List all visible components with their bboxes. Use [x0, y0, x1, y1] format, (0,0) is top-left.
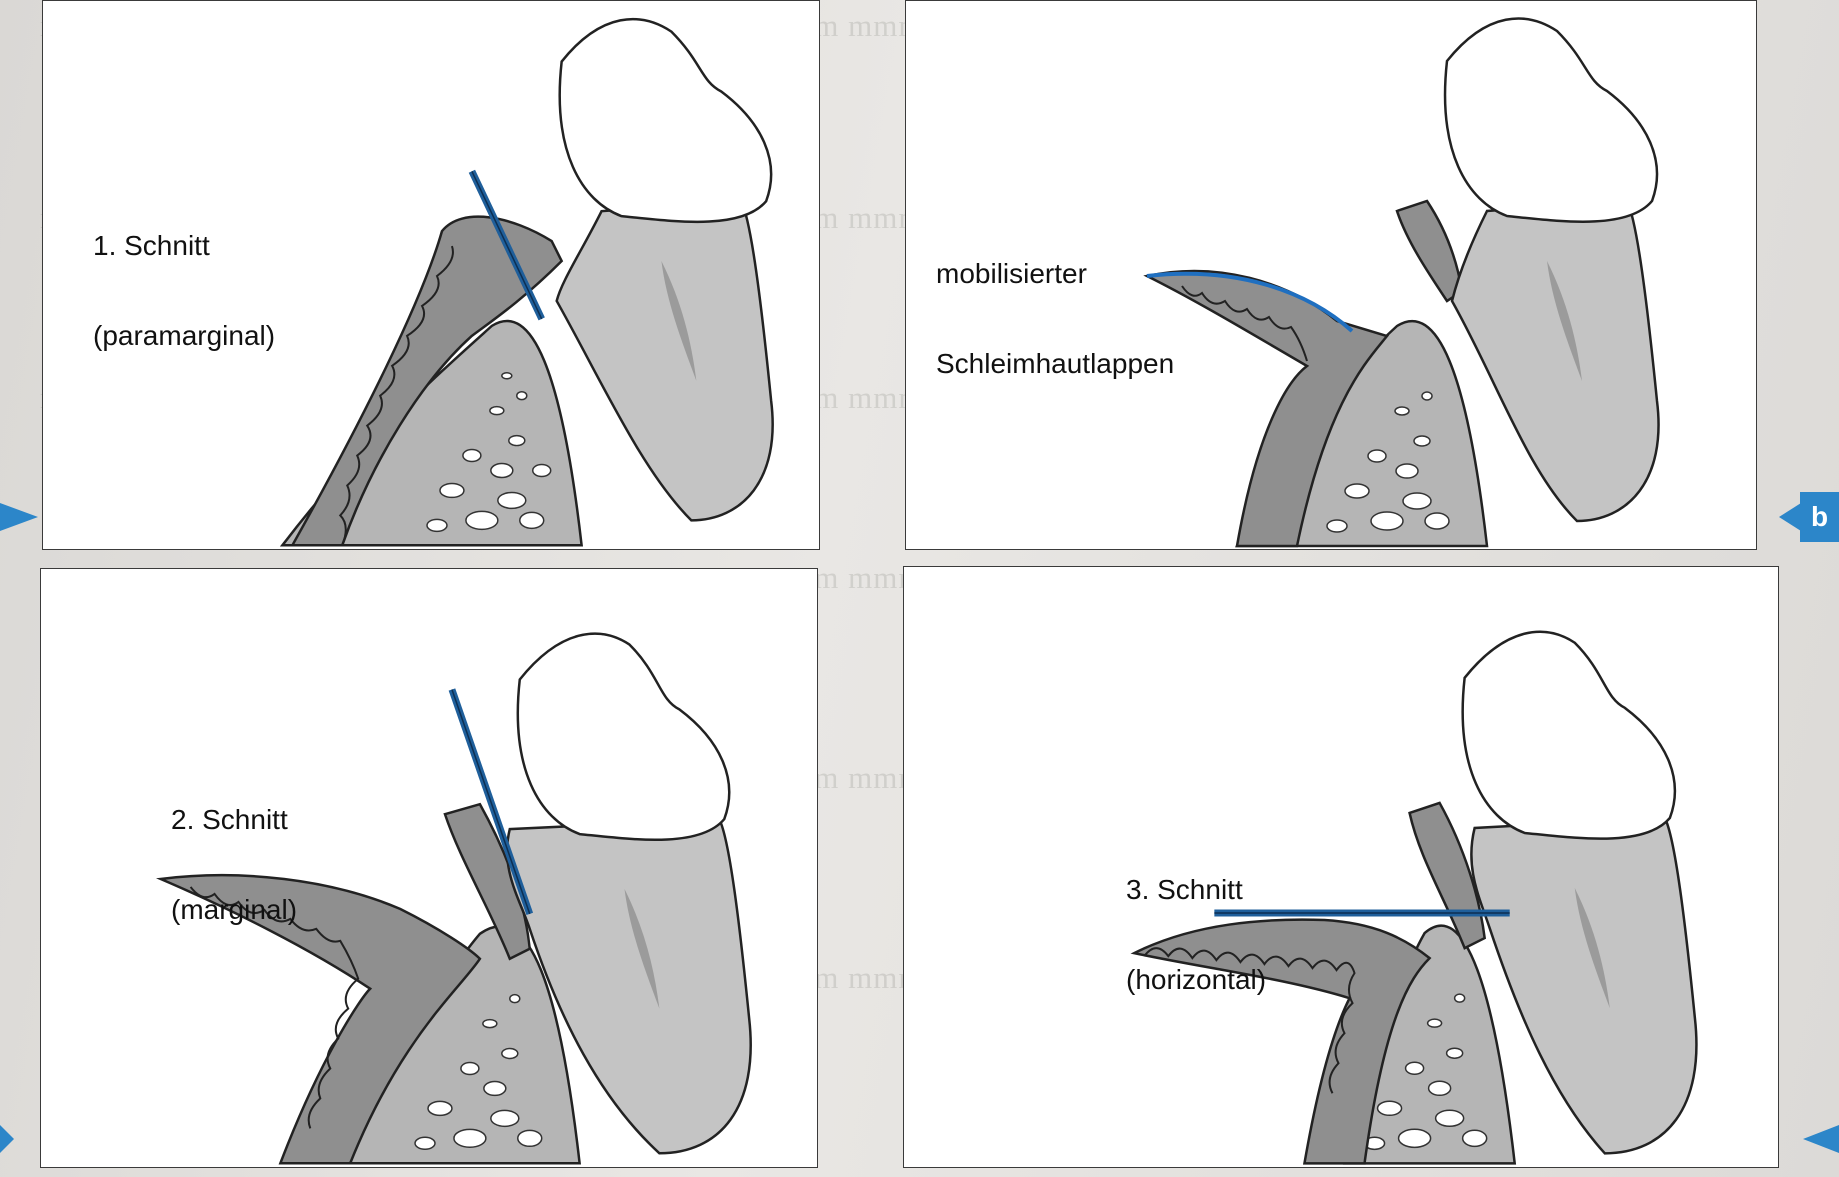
- label-line: (paramarginal): [93, 320, 276, 351]
- tooth-crown: [558, 18, 773, 224]
- flap-reflected: [155, 873, 482, 1165]
- tooth-diagram: [279, 18, 774, 547]
- margin-tab-arrow-right: [1779, 503, 1801, 531]
- tooth-root: [555, 199, 774, 522]
- bone-trabeculae: [1326, 391, 1450, 533]
- label-line: 3. Schnitt: [1126, 874, 1243, 905]
- gingiva-epithelium: [338, 245, 454, 546]
- flap-epithelium: [1143, 947, 1356, 1094]
- panel-mobilized-flap: mobilisierter Schleimhautlappen: [905, 0, 1757, 550]
- margin-tab-left-top: [0, 503, 38, 531]
- gingiva-remnant: [443, 802, 532, 961]
- margin-tab-right-bottom: [1803, 1125, 1839, 1153]
- flap-epithelium: [1181, 285, 1308, 362]
- flap-split: [1130, 918, 1432, 1165]
- tooth-diagram: [155, 632, 752, 1165]
- tooth-diagram: [1143, 17, 1660, 548]
- label-line: 1. Schnitt: [93, 230, 210, 261]
- tooth-root: [1470, 816, 1698, 1155]
- bone-trabeculae: [414, 993, 543, 1151]
- panel-horizontal-incision: 3. Schnitt (horizontal): [903, 566, 1779, 1168]
- tooth-diagram: [1130, 630, 1698, 1165]
- label-marginal: 2. Schnitt (marginal): [171, 745, 297, 985]
- tooth-pulp: [661, 261, 697, 381]
- bone-trabeculae: [1363, 993, 1488, 1151]
- label-horizontal: 3. Schnitt (horizontal): [1126, 815, 1266, 1055]
- label-line: 2. Schnitt: [171, 804, 288, 835]
- label-line: mobilisierter: [936, 258, 1087, 289]
- tooth-crown: [1443, 17, 1659, 223]
- tooth-pulp: [624, 888, 660, 1009]
- label-paramarginal: 1. Schnitt (paramarginal): [93, 171, 275, 411]
- label-line: (marginal): [171, 894, 298, 925]
- tooth-pulp: [1547, 261, 1582, 381]
- label-line: Schleimhautlappen: [936, 348, 1175, 379]
- label-line: (horizontal): [1126, 964, 1267, 995]
- panel-paramarginal-incision: 1. Schnitt (paramarginal): [42, 0, 820, 550]
- tooth-crown: [516, 632, 731, 842]
- tooth-root: [505, 817, 752, 1155]
- tooth-pulp: [1574, 888, 1610, 1009]
- tooth-root: [1450, 199, 1660, 523]
- label-mobilized-flap: mobilisierter Schleimhautlappen: [936, 199, 1174, 439]
- flap-cut-edge: [1146, 271, 1354, 333]
- margin-tab-left-bottom: [0, 1125, 14, 1153]
- bone-trabeculae: [426, 372, 552, 533]
- margin-tab-b: b: [1800, 492, 1839, 542]
- panel-marginal-incision: 2. Schnitt (marginal): [40, 568, 818, 1168]
- tooth-crown: [1461, 630, 1677, 840]
- flap-epithelium: [189, 886, 360, 1129]
- gingiva-remnant: [1395, 199, 1464, 303]
